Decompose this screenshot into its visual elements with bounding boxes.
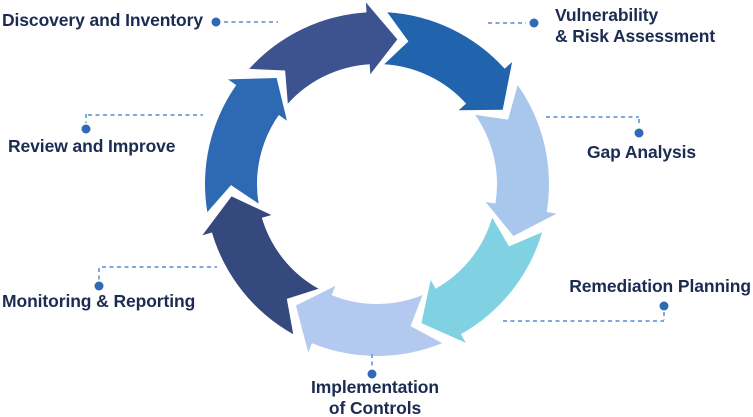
- label-line: Monitoring & Reporting: [2, 291, 196, 311]
- label-discovery-and-inventory: Discovery and Inventory: [2, 10, 203, 31]
- label-gap-analysis: Gap Analysis: [587, 142, 696, 163]
- leader-dot-review-and-improve: [81, 124, 91, 134]
- label-line: Remediation Planning: [569, 276, 751, 296]
- label-implementation-of-controls: Implementation of Controls: [290, 377, 460, 417]
- label-line: of Controls: [328, 398, 422, 417]
- label-line: Gap Analysis: [587, 142, 697, 162]
- leader-dot-gap-analysis: [634, 128, 644, 138]
- leader-dot-monitoring-and-reporting: [94, 281, 104, 291]
- label-line: & Risk Assessment: [555, 26, 716, 46]
- label-line: Discovery and Inventory: [2, 10, 203, 30]
- segment-arrow-review-and-improve: [204, 77, 287, 213]
- segment-arrow-discovery-and-inventory: [249, 2, 398, 104]
- segment-arrow-implementation-of-controls: [295, 285, 443, 357]
- leader-dot-discovery-and-inventory: [211, 17, 221, 27]
- label-monitoring-reporting: Monitoring & Reporting: [2, 291, 195, 312]
- leader-dot-vulnerability-and-risk-assessment: [529, 18, 539, 28]
- label-line: Vulnerability: [555, 5, 659, 25]
- segment-arrow-remediation-planning: [421, 217, 543, 343]
- leader-dot-remediation-planning: [659, 301, 669, 311]
- label-line: Implementation: [311, 377, 439, 397]
- label-review-and-improve: Review and Improve: [8, 136, 176, 157]
- segment-arrow-monitoring-and-reporting: [202, 196, 319, 335]
- segment-arrow-vulnerability-and-risk-assessment: [384, 12, 513, 111]
- label-remediation-planning: Remediation Planning: [569, 276, 751, 297]
- label-line: Review and Improve: [8, 136, 176, 156]
- segment-arrow-gap-analysis: [475, 85, 557, 236]
- label-vulnerability-risk-assessment: Vulnerability & Risk Assessment: [555, 5, 715, 47]
- leader-dot-implementation-of-controls: [367, 369, 377, 379]
